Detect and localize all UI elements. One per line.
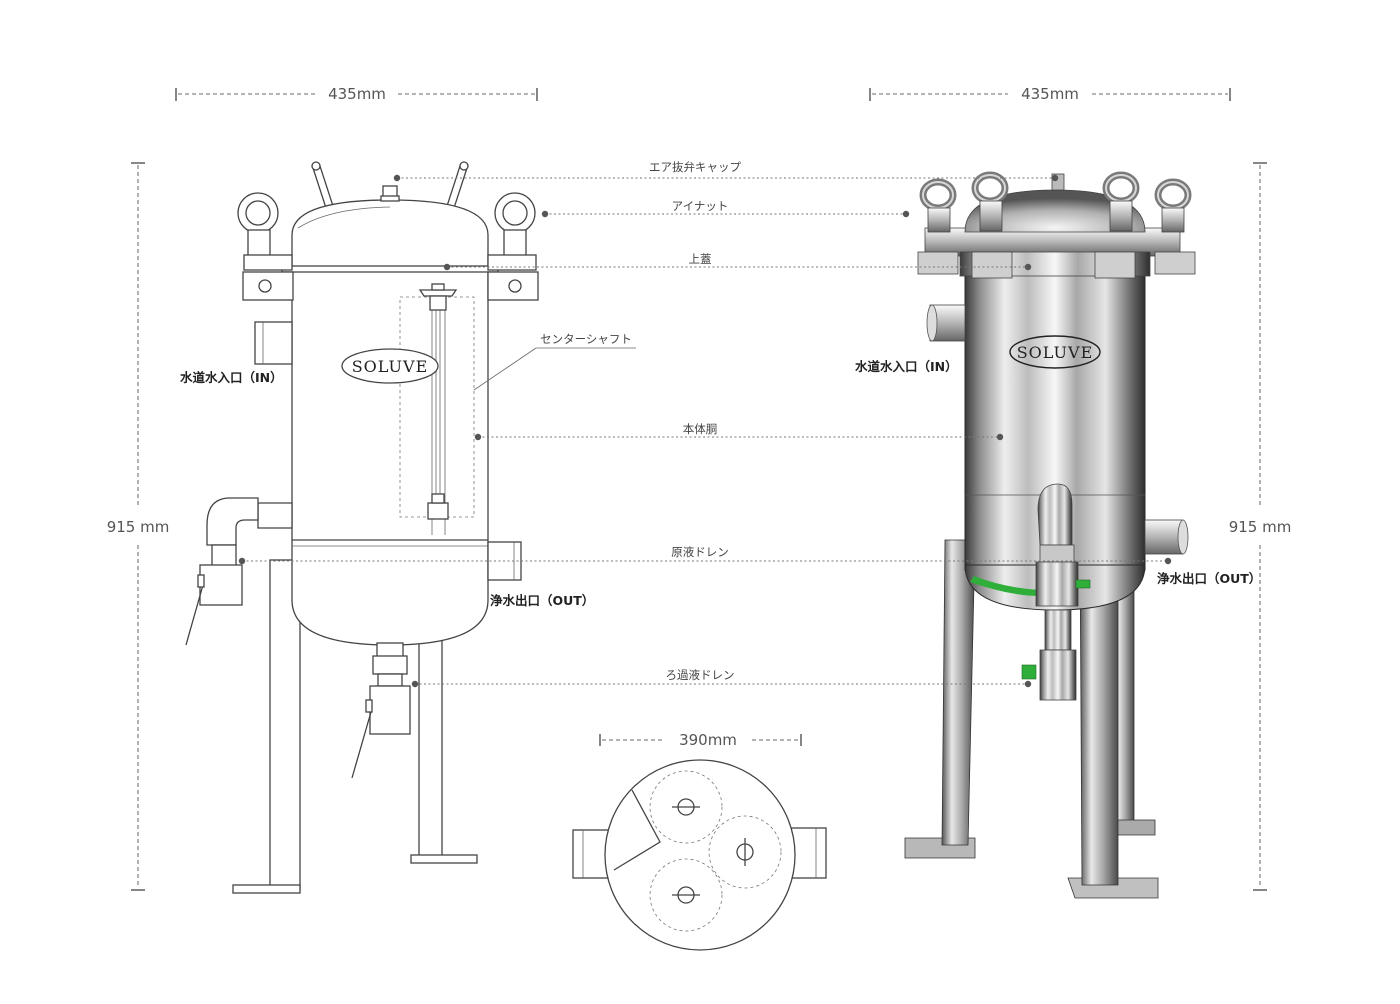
label-inlet-left: 水道水入口（IN） bbox=[180, 370, 283, 385]
callout-center-shaft: センターシャフト bbox=[540, 332, 632, 346]
dimension-width-right: 435mm bbox=[869, 85, 1231, 103]
product-photo-view: SOLUVE bbox=[904, 171, 1196, 899]
height-left-label: 915 mm bbox=[107, 518, 170, 536]
plan-view-top-section: 390mm bbox=[572, 731, 827, 951]
callout-body: 本体胴 bbox=[683, 422, 718, 436]
label-inlet-right: 水道水入口（IN） bbox=[855, 359, 958, 374]
logo-left: SOLUVE bbox=[352, 357, 429, 376]
callout-leaders bbox=[238, 174, 1172, 688]
callout-labels: エア抜弁キャップ アイナット 上蓋 センターシャフト 本体胴 原液ドレン ろ過液… bbox=[180, 160, 1261, 682]
label-outlet-right: 浄水出口（OUT） bbox=[1157, 571, 1261, 586]
callout-top-lid: 上蓋 bbox=[689, 252, 712, 266]
callout-air-vent-cap: エア抜弁キャップ bbox=[649, 160, 741, 174]
callout-raw-drain: 原液ドレン bbox=[671, 545, 729, 559]
height-right-label: 915 mm bbox=[1229, 518, 1292, 536]
callout-filter-drain: ろ過液ドレン bbox=[666, 668, 735, 682]
dimension-height-right: 915 mm bbox=[1229, 162, 1292, 891]
width-right-label: 435mm bbox=[1021, 85, 1079, 103]
dimension-width-left: 435mm bbox=[175, 85, 538, 103]
dimension-height-left: 915 mm bbox=[107, 162, 170, 891]
bottom-width-label: 390mm bbox=[679, 731, 737, 749]
line-drawing-front-view: SOLUVE bbox=[185, 161, 539, 894]
label-outlet-left: 浄水出口（OUT） bbox=[490, 593, 594, 608]
width-left-label: 435mm bbox=[328, 85, 386, 103]
logo-right: SOLUVE bbox=[1017, 343, 1094, 362]
callout-eye-nut: アイナット bbox=[672, 199, 729, 213]
